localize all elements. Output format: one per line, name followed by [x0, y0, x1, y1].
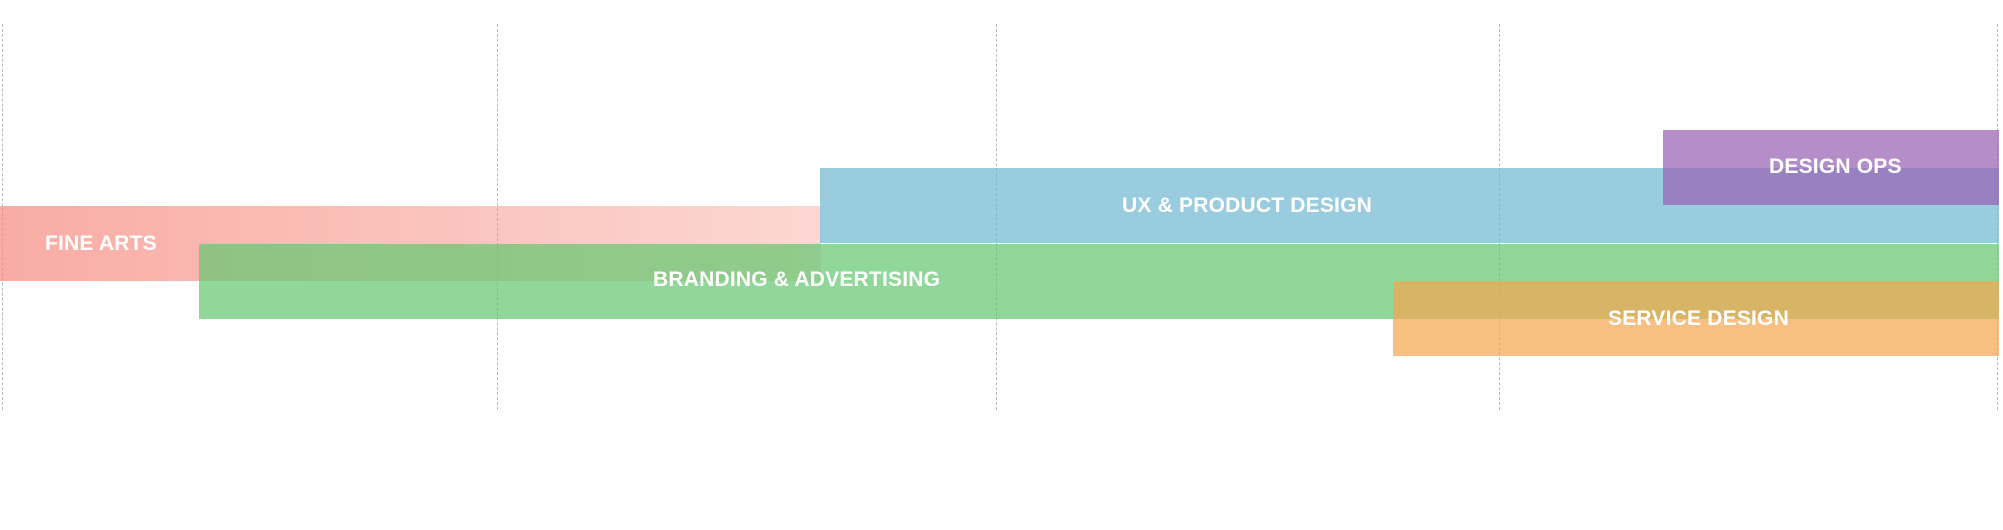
band-label-fine-arts: FINE ARTS — [45, 231, 157, 255]
band-label-ux-product-design: UX & PRODUCT DESIGN — [1122, 193, 1372, 217]
band-label-branding-advertising: BRANDING & ADVERTISING — [653, 267, 941, 291]
band-design-ops: DESIGN OPS — [1663, 130, 1999, 205]
band-label-design-ops: DESIGN OPS — [1769, 154, 1902, 178]
band-service-design: SERVICE DESIGN — [1393, 281, 1999, 356]
band-label-service-design: SERVICE DESIGN — [1608, 306, 1789, 330]
